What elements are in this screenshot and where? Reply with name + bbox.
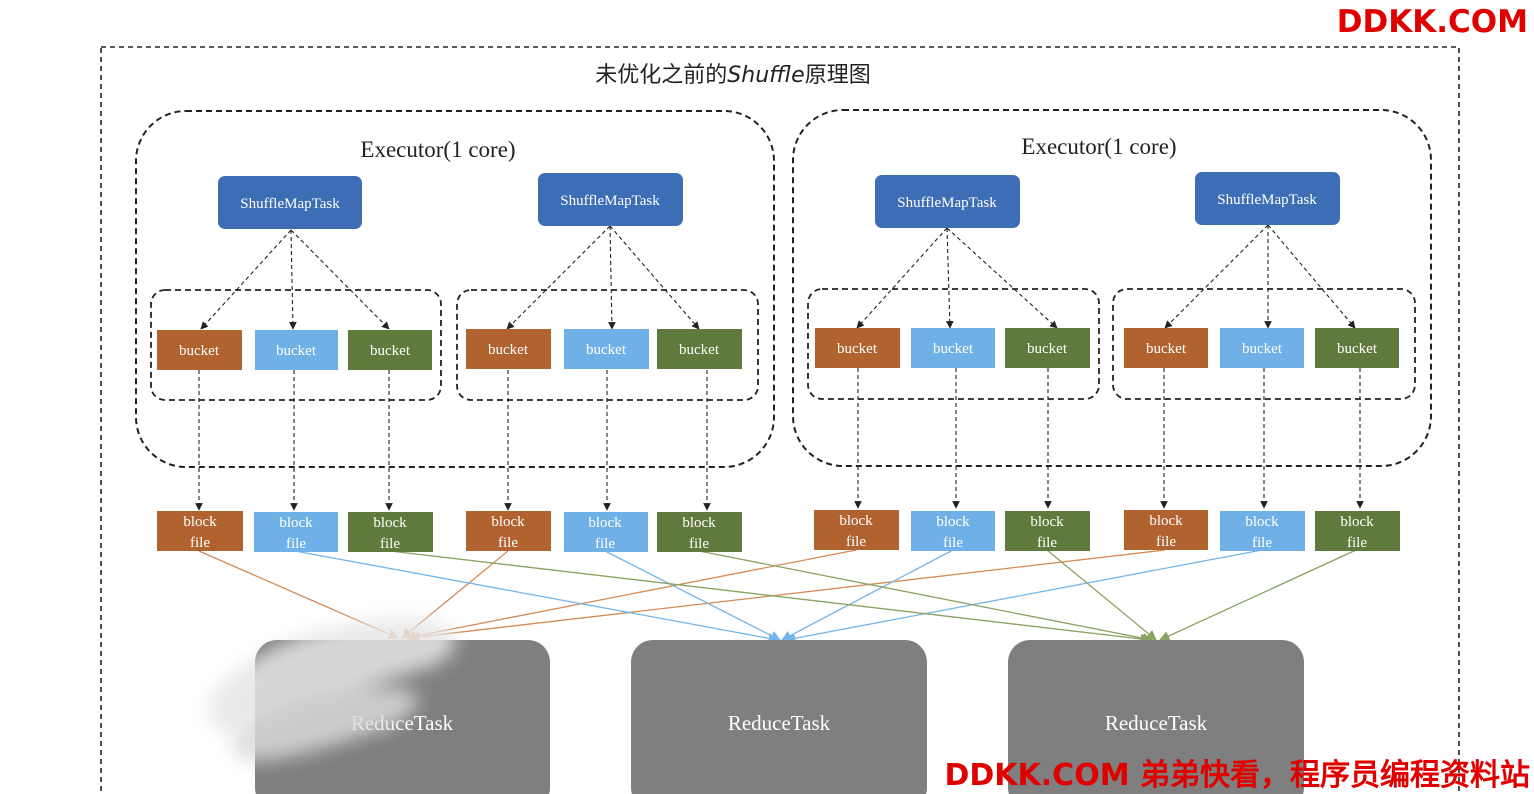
shuffle-map-task-label-4: ShuffleMapTask [1217,192,1317,208]
block-file-label-2: file [595,536,615,552]
title-prefix: 未优化之前的 [595,63,727,88]
block-file-4 [466,511,551,551]
title-suffix: 原理图 [805,63,871,88]
block-file-label-2: file [498,535,518,551]
shuffle-map-task-2 [538,173,683,226]
block-file-1 [157,511,243,551]
map-to-bucket-arrows [200,224,1356,330]
block-file-label-2: file [1037,535,1057,551]
bucket-label: bucket [933,341,974,357]
reduce-task-label-2: ReduceTask [728,711,831,735]
bucket-group-3 [807,288,1100,400]
watermark-bottom: DDKK.COM 弟弟快看，程序员编程资料站 [944,758,1530,793]
block-file-label-2: file [1156,534,1176,550]
block-file-label-2: file [286,536,306,552]
block-file-label-1: block [1149,513,1183,529]
block-file-6 [657,512,742,552]
block-file-9 [1005,511,1090,551]
block-file-label-1: block [1245,514,1279,530]
file-to-reduce-arrows [198,549,1357,645]
reduce-task-label-3: ReduceTask [1105,711,1208,735]
block-file-label-1: block [183,514,217,530]
shuffle-map-task-3 [875,175,1020,228]
bucket-1-3 [348,330,432,370]
bucket-label: bucket [276,343,317,359]
block-file-label-2: file [190,535,210,551]
bucket-group-1 [150,289,442,401]
shuffle-map-task-4 [1195,172,1340,225]
block-file-2 [254,512,338,552]
bucket-label: bucket [837,341,878,357]
block-file-label-1: block [682,515,716,531]
diagram-title: 未优化之前的Shuffle原理图 [595,63,870,88]
bucket-1-2 [255,330,338,370]
reduce-task-3 [1008,640,1304,794]
bucket-2-2 [564,329,649,369]
bucket-4-2 [1220,328,1304,368]
bucket-label: bucket [586,342,627,358]
block-file-label-2: file [689,536,709,552]
bucket-label: bucket [488,342,529,358]
watermark-top: DDKK.COM [1336,4,1528,40]
bucket-2-1 [466,329,551,369]
block-file-3 [348,512,433,552]
block-file-label-1: block [373,515,407,531]
shuffle-map-task-label-1: ShuffleMapTask [240,196,340,212]
block-file-label-2: file [1347,535,1367,551]
bucket-label: bucket [679,342,720,358]
block-file-label-1: block [491,514,525,530]
buckets: bucket bucket bucket bucket bucket bucke… [157,328,1399,370]
block-file-label-2: file [380,536,400,552]
bucket-1-1 [157,330,242,370]
block-file-label-1: block [279,515,313,531]
block-file-11 [1220,511,1305,551]
executor-label-2: Executor(1 core) [1021,134,1176,159]
block-file-7 [814,510,899,550]
title-italic: Shuffle [727,63,804,88]
block-file-label-1: block [1340,514,1374,530]
reduce-task-2 [631,640,927,794]
bucket-label: bucket [179,343,220,359]
shuffle-map-task-label-2: ShuffleMapTask [560,193,660,209]
shuffle-map-task-label-3: ShuffleMapTask [897,195,997,211]
block-files: block file block file block file block f… [157,510,1400,552]
bucket-3-3 [1005,328,1090,368]
bucket-label: bucket [1242,341,1283,357]
block-file-10 [1124,510,1208,550]
bucket-4-1 [1124,328,1208,368]
bucket-4-3 [1315,328,1399,368]
block-file-label-2: file [1252,535,1272,551]
block-file-label-1: block [1030,514,1064,530]
bucket-label: bucket [1337,341,1378,357]
block-file-label-1: block [839,513,873,529]
bucket-3-2 [911,328,995,368]
bucket-2-3 [657,329,742,369]
bucket-to-file-arrows [195,368,1364,511]
executor-box-2 [792,109,1432,467]
block-file-5 [564,512,648,552]
bucket-label: bucket [1146,341,1187,357]
block-file-12 [1315,511,1400,551]
blur-smudge [208,618,456,761]
block-file-label-2: file [943,535,963,551]
bucket-label: bucket [370,343,411,359]
outer-frame [100,46,1460,794]
bucket-label: bucket [1027,341,1068,357]
block-file-label-1: block [936,514,970,530]
executor-box-1 [135,110,775,468]
shuffle-map-task-1 [218,176,362,229]
block-file-label-1: block [588,515,622,531]
executor-label-1: Executor(1 core) [360,137,515,162]
bucket-3-1 [815,328,900,368]
block-file-8 [911,511,995,551]
block-file-label-2: file [846,534,866,550]
